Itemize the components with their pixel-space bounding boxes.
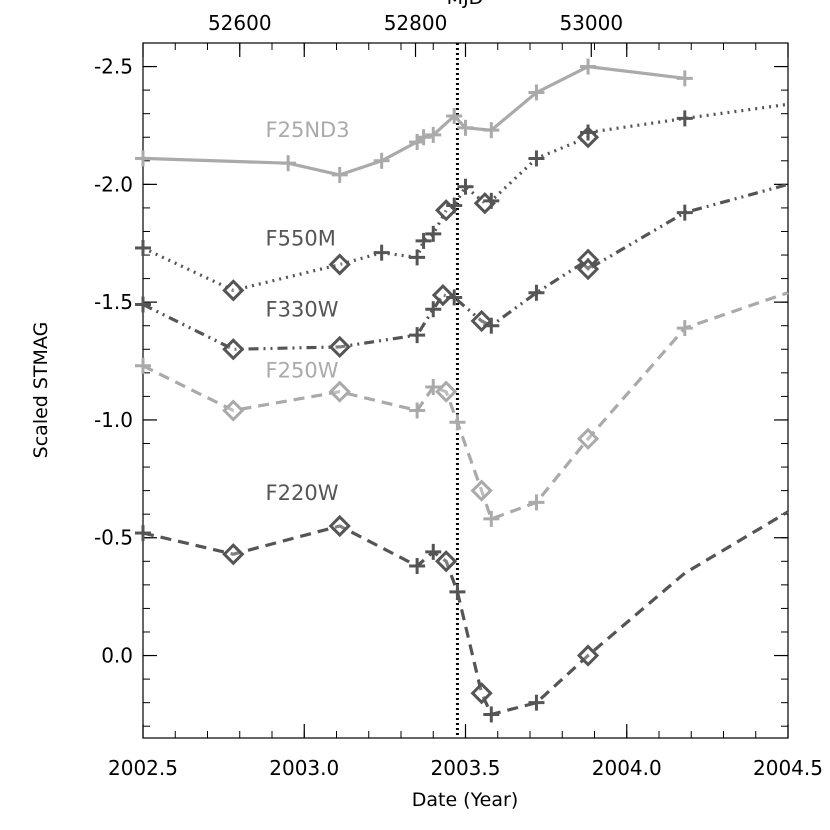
point-plus-f550m — [676, 110, 693, 127]
y-axis-label: Scaled STMAG — [30, 322, 52, 459]
y-tick-label: -2.0 — [94, 172, 133, 196]
axis-tick-labels: 2002.5 2003.0 2003.5 2004.0 2004.5 52600 52800… — [94, 11, 823, 780]
point-plus-f25nd3 — [135, 150, 151, 167]
point-plus-f550m — [580, 124, 597, 141]
x-tick-label: 2004.5 — [753, 756, 823, 780]
point-plus-f25nd3 — [446, 108, 463, 125]
point-plus-f220w — [483, 706, 500, 723]
point-plus-f330w — [425, 301, 442, 318]
point-diamond-f250w — [222, 399, 245, 422]
point-plus-f25nd3 — [425, 126, 442, 143]
point-diamond-f330w — [431, 283, 455, 307]
series-line-f220w — [142, 510, 789, 717]
y-tick-label: 0.0 — [101, 644, 133, 668]
point-plus-f25nd3 — [331, 166, 348, 183]
top-axis-label: MJD — [447, 0, 484, 9]
point-plus-f250w — [676, 320, 693, 337]
plot-area — [142, 42, 789, 739]
x2-tick-label: 53000 — [559, 11, 623, 35]
point-diamond-f330w — [328, 335, 351, 359]
point-diamond-f250w — [576, 427, 600, 450]
series-line-f330w — [142, 182, 789, 351]
series-label-f25nd3: F25ND3 — [266, 118, 350, 142]
point-diamond-f220w — [222, 543, 245, 566]
y-tick-label: -1.5 — [94, 290, 133, 314]
point-plus-f330w — [483, 317, 500, 334]
point-plus-f550m — [415, 232, 432, 249]
point-plus-f550m — [446, 197, 463, 214]
point-diamond-f250w — [328, 380, 351, 403]
series-lines — [142, 64, 789, 717]
series-markers — [135, 58, 693, 723]
point-plus-f550m — [135, 239, 151, 256]
point-diamond-f220w — [435, 550, 458, 573]
point-diamond-f550m — [435, 199, 458, 222]
point-plus-f330w — [676, 204, 693, 221]
x-tick-label: 2002.5 — [108, 756, 178, 780]
point-diamond-f220w — [328, 514, 351, 538]
point-plus-f220w — [425, 543, 442, 560]
point-plus-f250w — [425, 378, 442, 395]
point-plus-f220w — [409, 558, 426, 575]
point-plus-f550m — [409, 249, 426, 266]
point-diamond-f330w — [222, 338, 245, 361]
x-tick-label: 2003.0 — [269, 756, 339, 780]
series-label-f250w: F250W — [266, 359, 339, 383]
point-plus-f250w — [135, 357, 151, 374]
point-diamond-f330w — [576, 258, 600, 281]
point-plus-f550m — [457, 178, 474, 195]
point-diamond-f220w — [576, 644, 600, 667]
point-plus-f550m — [425, 225, 442, 242]
point-plus-f25nd3 — [457, 119, 474, 136]
point-plus-f330w — [135, 296, 151, 313]
point-plus-f550m — [528, 150, 545, 167]
point-diamond-f250w — [435, 380, 458, 403]
y-tick-label: -0.5 — [94, 526, 133, 550]
point-plus-f25nd3 — [483, 122, 500, 139]
point-plus-f330w — [446, 289, 463, 306]
series-line-f550m — [142, 102, 789, 292]
point-plus-f250w — [528, 494, 545, 511]
point-plus-f25nd3 — [528, 84, 545, 101]
point-plus-f220w — [135, 525, 151, 542]
x-axis-label: Date (Year) — [412, 789, 519, 811]
point-plus-f550m — [373, 244, 390, 261]
series-label-f220w: F220W — [266, 481, 339, 505]
axis-ticks — [142, 43, 789, 738]
point-plus-f330w — [528, 284, 545, 301]
point-plus-f250w — [449, 414, 466, 431]
series-label-f550m: F550M — [266, 227, 336, 251]
point-plus-f550m — [483, 192, 500, 209]
point-diamond-f250w — [470, 479, 493, 502]
series-line-f25nd3 — [142, 64, 685, 177]
x2-tick-label: 52800 — [384, 11, 448, 35]
x-tick-label: 2003.5 — [431, 756, 501, 780]
point-plus-f250w — [409, 402, 426, 419]
x2-tick-label: 52600 — [208, 11, 272, 35]
point-plus-f25nd3 — [280, 155, 297, 172]
point-plus-f25nd3 — [580, 58, 597, 75]
series-label-f330w: F330W — [266, 297, 339, 321]
point-diamond-f550m — [222, 279, 245, 302]
point-plus-f250w — [483, 510, 500, 527]
y-tick-label: -1.0 — [94, 408, 133, 432]
point-diamond-f220w — [470, 682, 493, 705]
point-plus-f25nd3 — [676, 70, 693, 87]
point-diamond-f550m — [328, 253, 351, 276]
point-plus-f25nd3 — [373, 152, 390, 169]
plot-frame — [142, 42, 789, 739]
x-tick-label: 2004.0 — [592, 756, 662, 780]
point-plus-f330w — [409, 327, 426, 344]
point-plus-f25nd3 — [415, 129, 432, 146]
point-plus-f220w — [528, 694, 545, 711]
point-plus-f220w — [449, 583, 466, 600]
y-tick-label: -2.5 — [94, 55, 133, 79]
